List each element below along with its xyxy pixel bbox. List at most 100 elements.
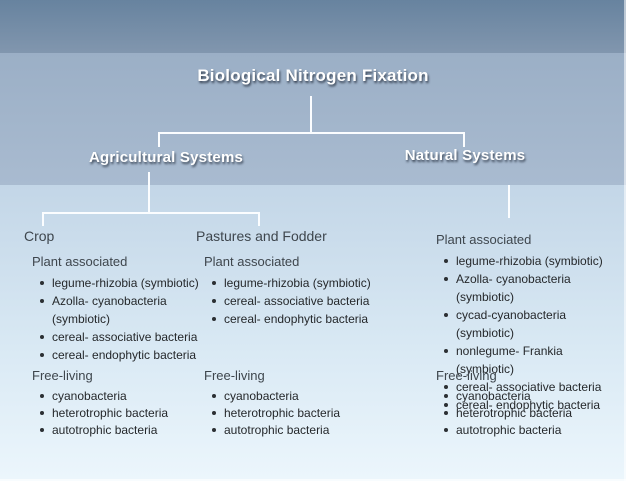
- connector-level1-tick-left: [158, 132, 160, 147]
- list-item-label: cereal- endophytic bacteria: [224, 312, 369, 326]
- list-item-label: heterotrophic bacteria: [52, 406, 169, 420]
- column-natural-systems: Plant associated legume-rhizobia (symbio…: [428, 228, 624, 458]
- bullet-icon: [212, 411, 216, 415]
- bullet-icon: [444, 259, 448, 263]
- bullet-icon: [444, 313, 448, 317]
- list-item-label: autotrophic bacteria: [52, 423, 158, 437]
- list-item: cereal- associative bacteria: [442, 378, 624, 396]
- bullet-icon: [444, 403, 448, 407]
- list-item: autotrophic bacteria: [210, 422, 406, 439]
- list-item-label: Azolla- cyanobacteria (symbiotic): [456, 272, 571, 304]
- bullet-icon: [40, 281, 44, 285]
- list-item-label: cereal- endophytic bacteria: [52, 348, 197, 362]
- connector-agricultural-stem: [148, 172, 150, 214]
- bullet-icon: [444, 411, 448, 415]
- section-plant-associated: Plant associated legume-rhizobia (symbio…: [204, 254, 406, 328]
- bullet-icon: [40, 428, 44, 432]
- list-item: cereal- associative bacteria: [210, 292, 406, 310]
- list-item: legume-rhizobia (symbiotic): [442, 252, 624, 270]
- connector-title-stem: [310, 96, 312, 133]
- list-item: cyanobacteria: [38, 388, 199, 405]
- bullet-icon: [40, 394, 44, 398]
- free-living-list: cyanobacteria heterotrophic bacteria aut…: [436, 388, 624, 439]
- plant-associated-list: legume-rhizobia (symbiotic) cereal- asso…: [204, 274, 406, 328]
- bullet-icon: [212, 394, 216, 398]
- connector-level2-bar: [42, 212, 260, 214]
- list-item: heterotrophic bacteria: [442, 405, 624, 422]
- bullet-icon: [40, 335, 44, 339]
- list-item: cereal- endophytic bacteria: [442, 396, 624, 414]
- list-item-label: cyanobacteria: [456, 389, 531, 403]
- header-band-middle: [0, 53, 626, 185]
- list-item: Azolla- cyanobacteria (symbiotic): [442, 270, 624, 306]
- list-item-label: cyanobacteria: [224, 389, 299, 403]
- bullet-icon: [444, 349, 448, 353]
- column-heading: Crop: [24, 228, 55, 244]
- plant-associated-list: legume-rhizobia (symbiotic) Azolla- cyan…: [32, 274, 199, 364]
- connector-level1-tick-right: [463, 132, 465, 147]
- list-item-label: Azolla- cyanobacteria (symbiotic): [52, 294, 167, 326]
- section-heading: Free-living: [436, 368, 497, 383]
- list-item: Azolla- cyanobacteria (symbiotic): [38, 292, 199, 328]
- section-plant-associated: Plant associated legume-rhizobia (symbio…: [32, 254, 199, 364]
- list-item: cereal- endophytic bacteria: [210, 310, 406, 328]
- list-item: autotrophic bacteria: [38, 422, 199, 439]
- column-pastures-and-fodder: Pastures and Fodder Plant associated leg…: [196, 228, 406, 458]
- bullet-icon: [40, 299, 44, 303]
- section-heading: Free-living: [32, 368, 93, 383]
- connector-natural-stem: [508, 185, 510, 218]
- bullet-icon: [444, 277, 448, 281]
- list-item: cereal- associative bacteria: [38, 328, 199, 346]
- content-background: [0, 185, 626, 481]
- list-item-label: cyanobacteria: [52, 389, 127, 403]
- plant-associated-list: legume-rhizobia (symbiotic) Azolla- cyan…: [436, 252, 624, 414]
- list-item: nonlegume- Frankia (symbiotic): [442, 342, 624, 378]
- list-item: heterotrophic bacteria: [210, 405, 406, 422]
- bullet-icon: [444, 428, 448, 432]
- bullet-icon: [444, 385, 448, 389]
- list-item: autotrophic bacteria: [442, 422, 624, 439]
- section-heading: Free-living: [204, 368, 265, 383]
- list-item-label: cycad-cyanobacteria (symbiotic): [456, 308, 567, 340]
- list-item: cycad-cyanobacteria (symbiotic): [442, 306, 624, 342]
- column-crop: Crop Plant associated legume-rhizobia (s…: [24, 228, 199, 458]
- section-free-living: Free-living cyanobacteria heterotrophic …: [436, 368, 624, 439]
- diagram-title: Biological Nitrogen Fixation: [197, 66, 429, 85]
- list-item-label: cereal- endophytic bacteria: [456, 398, 601, 412]
- free-living-list: cyanobacteria heterotrophic bacteria aut…: [32, 388, 199, 439]
- list-item: cyanobacteria: [442, 388, 624, 405]
- section-plant-associated: Plant associated legume-rhizobia (symbio…: [436, 232, 624, 414]
- edge-highlight-bottom: [0, 479, 626, 481]
- section-heading: Plant associated: [32, 254, 128, 269]
- section-heading: Plant associated: [436, 232, 532, 247]
- list-item-label: heterotrophic bacteria: [224, 406, 341, 420]
- list-item-label: cereal- associative bacteria: [456, 380, 602, 394]
- bullet-icon: [40, 353, 44, 357]
- connector-level2-tick-right: [258, 212, 260, 226]
- list-item: cyanobacteria: [210, 388, 406, 405]
- branch-label-natural-systems: Natural Systems: [404, 147, 526, 164]
- list-item: legume-rhizobia (symbiotic): [38, 274, 199, 292]
- list-item-label: autotrophic bacteria: [224, 423, 330, 437]
- bullet-icon: [212, 299, 216, 303]
- list-item-label: autotrophic bacteria: [456, 423, 562, 437]
- connector-level2-tick-left: [42, 212, 44, 226]
- list-item-label: heterotrophic bacteria: [456, 406, 573, 420]
- list-item-label: cereal- associative bacteria: [224, 294, 370, 308]
- bullet-icon: [212, 281, 216, 285]
- list-item: heterotrophic bacteria: [38, 405, 199, 422]
- connector-level1-bar: [158, 132, 465, 134]
- branch-label-agricultural-systems: Agricultural Systems: [88, 149, 244, 166]
- bullet-icon: [444, 394, 448, 398]
- free-living-list: cyanobacteria heterotrophic bacteria aut…: [204, 388, 406, 439]
- list-item-label: cereal- associative bacteria: [52, 330, 198, 344]
- column-heading: Pastures and Fodder: [196, 228, 327, 244]
- list-item: legume-rhizobia (symbiotic): [210, 274, 406, 292]
- list-item-label: legume-rhizobia (symbiotic): [456, 254, 603, 268]
- section-free-living: Free-living cyanobacteria heterotrophic …: [204, 368, 406, 439]
- list-item-label: legume-rhizobia (symbiotic): [52, 276, 199, 290]
- edge-highlight-right: [624, 0, 626, 481]
- list-item-label: legume-rhizobia (symbiotic): [224, 276, 371, 290]
- list-item-label: nonlegume- Frankia (symbiotic): [456, 344, 563, 376]
